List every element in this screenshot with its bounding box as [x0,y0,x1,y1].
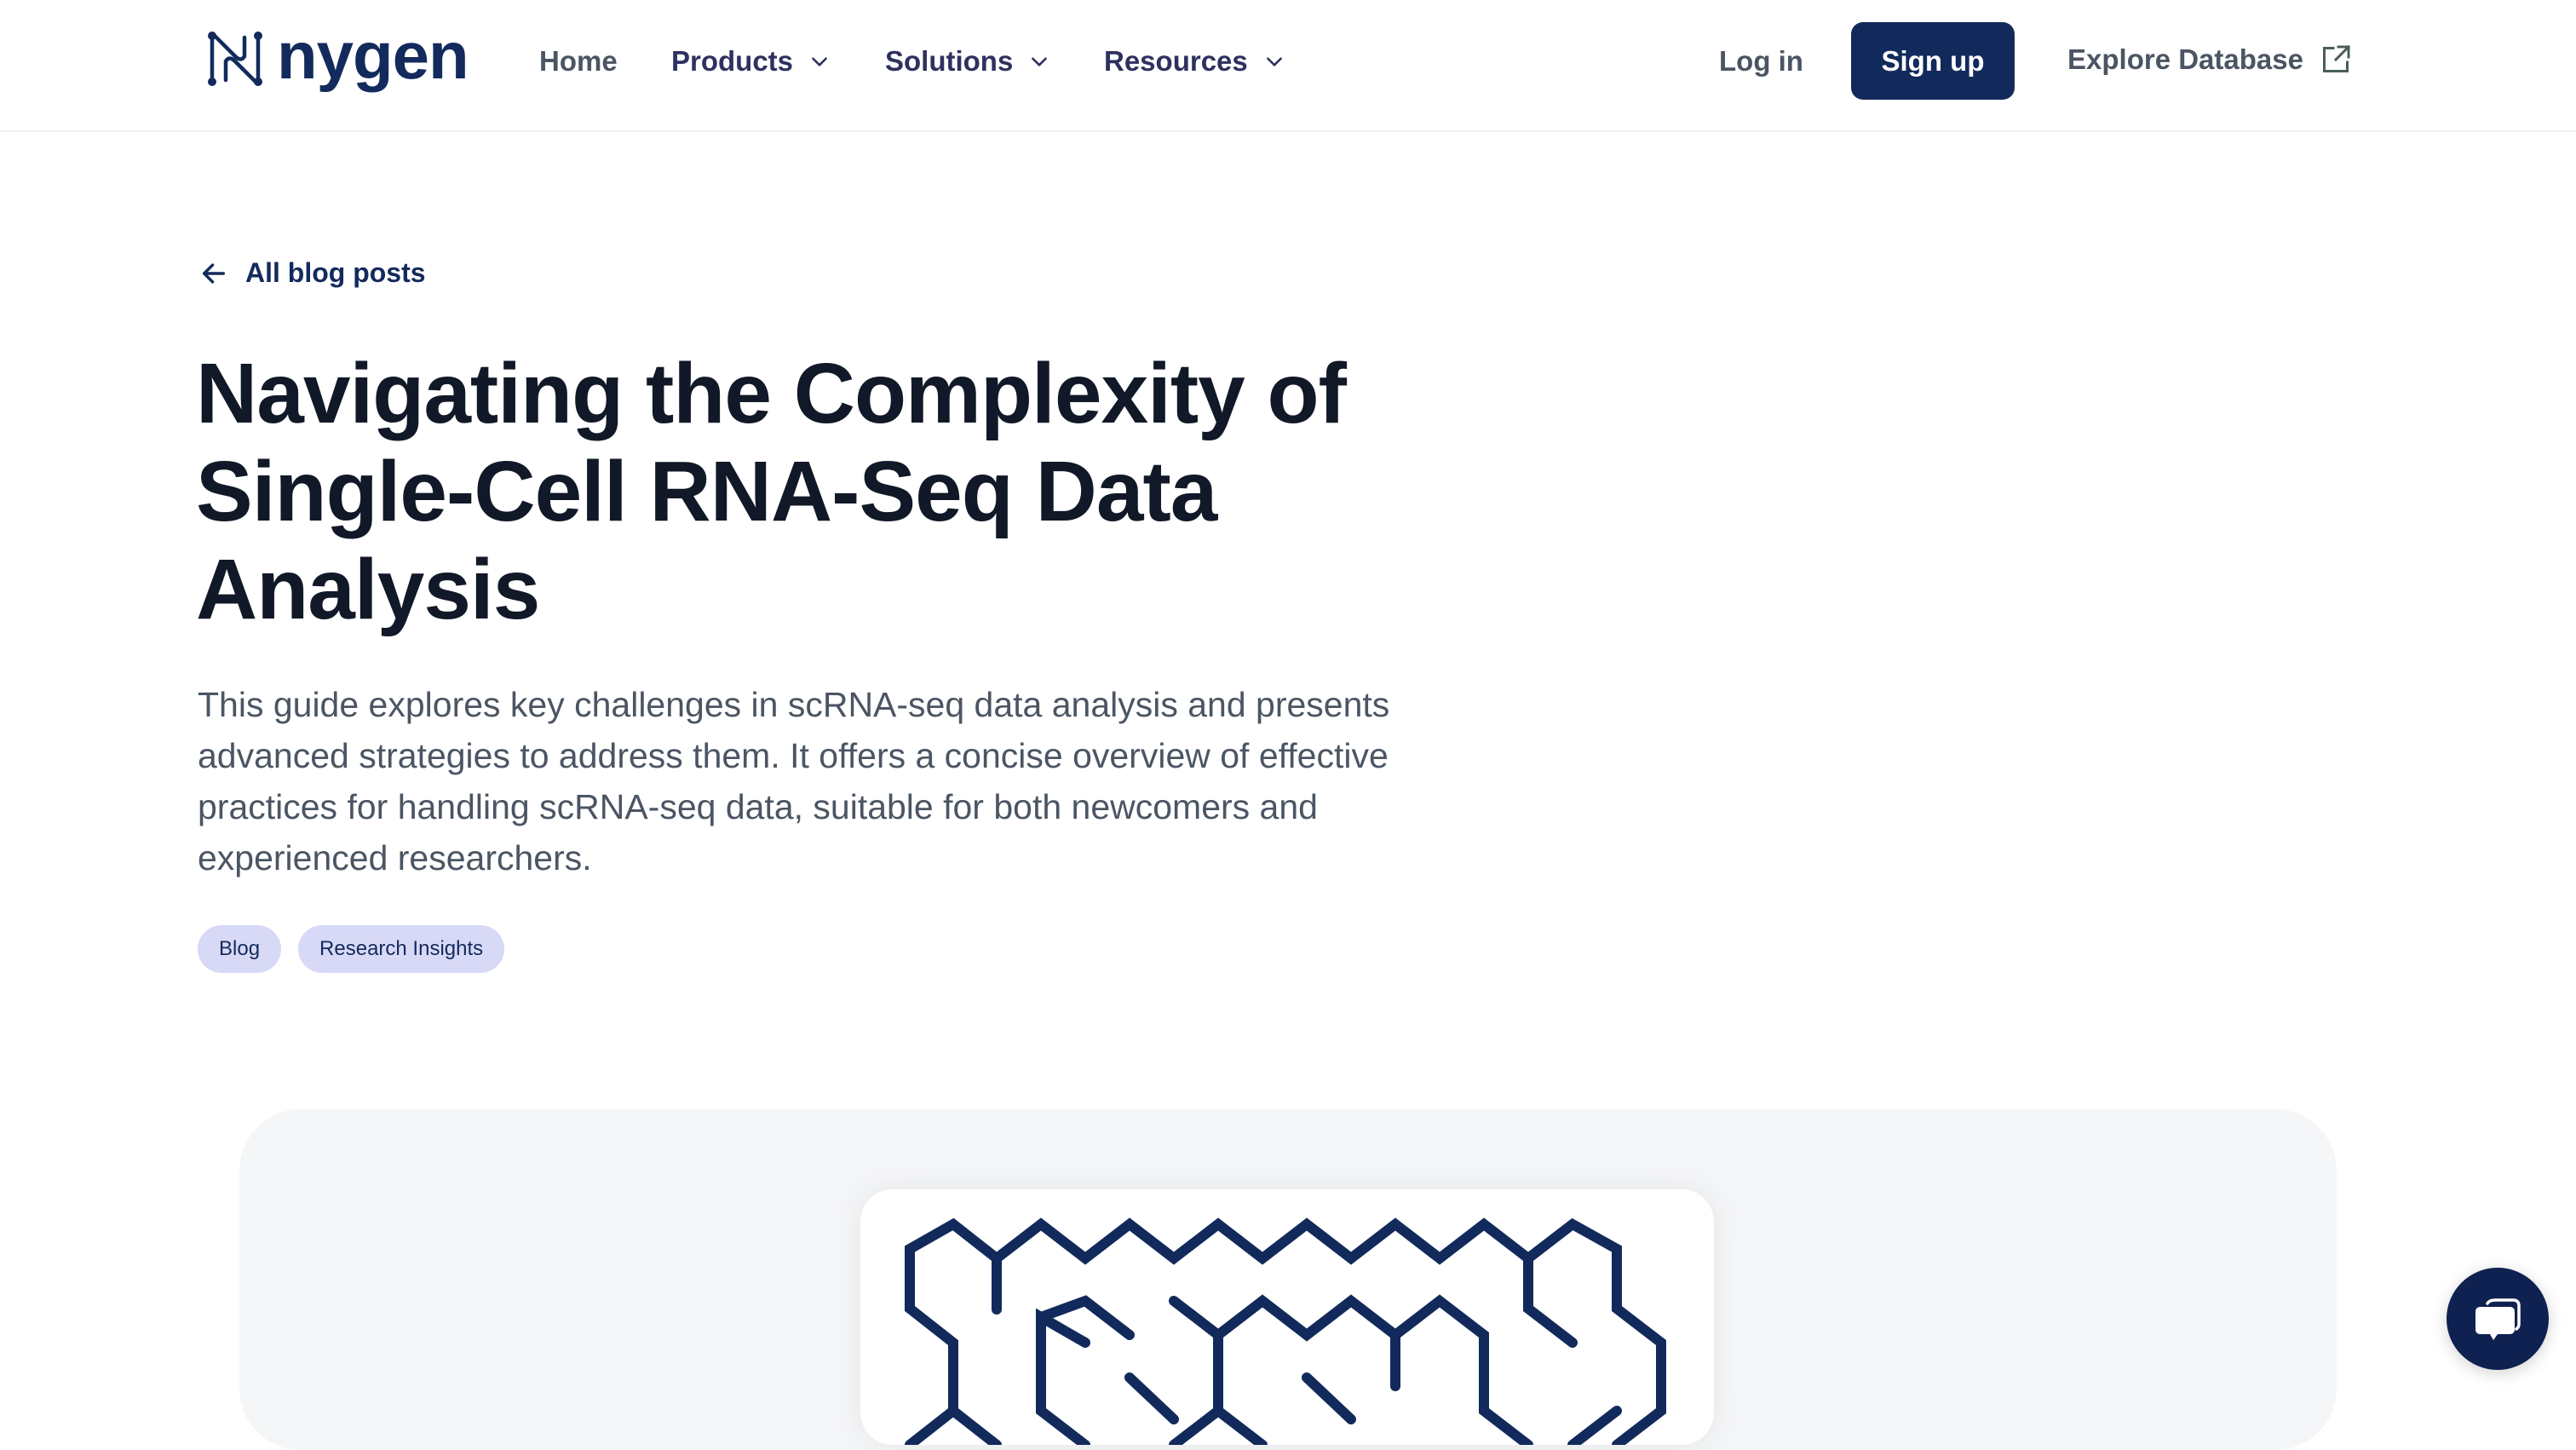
nav-home[interactable]: Home [539,43,618,80]
chevron-down-icon [1032,57,1048,66]
article-title: Navigating the Complexity of Single-Cell… [196,346,1347,637]
explore-database-link[interactable]: Explore Database [2067,41,2351,78]
all-blog-posts-link[interactable]: All blog posts [199,257,426,289]
back-link-label: All blog posts [245,257,426,288]
hexagonal-maze-pattern-icon [905,1217,1666,1445]
nav-products-label: Products [671,45,794,77]
chevron-down-icon [812,57,827,66]
chat-launcher-button[interactable] [2447,1268,2549,1370]
signup-button[interactable]: Sign up [1851,22,2015,100]
hero-image-card [860,1189,1714,1445]
nav-solutions-label: Solutions [885,45,1014,77]
tag-blog[interactable]: Blog [198,925,282,973]
site-header: nygen Home Products Solutions Resources … [0,0,2576,132]
tag-research-insights[interactable]: Research Insights [298,925,505,973]
nav-resources-label: Resources [1104,45,1248,77]
nygen-logo-mark-icon [208,32,262,86]
login-link[interactable]: Log in [1719,45,1803,77]
explore-database-label: Explore Database [2067,43,2303,75]
tag-list: Blog Research Insights [198,925,505,973]
chevron-down-icon [1266,57,1282,66]
arrow-left-icon [202,262,226,284]
chat-bubbles-icon [2475,1298,2521,1340]
nav-solutions[interactable]: Solutions [885,43,1050,80]
nygen-logo[interactable]: nygen [207,22,469,89]
article-description: This guide explores key challenges in sc… [198,685,1390,877]
nav-resources[interactable]: Resources [1104,43,1285,80]
nav-home-label: Home [539,45,618,77]
nav-products[interactable]: Products [671,43,831,80]
external-link-icon [2322,44,2351,72]
brand-wordmark: nygen [277,18,469,93]
